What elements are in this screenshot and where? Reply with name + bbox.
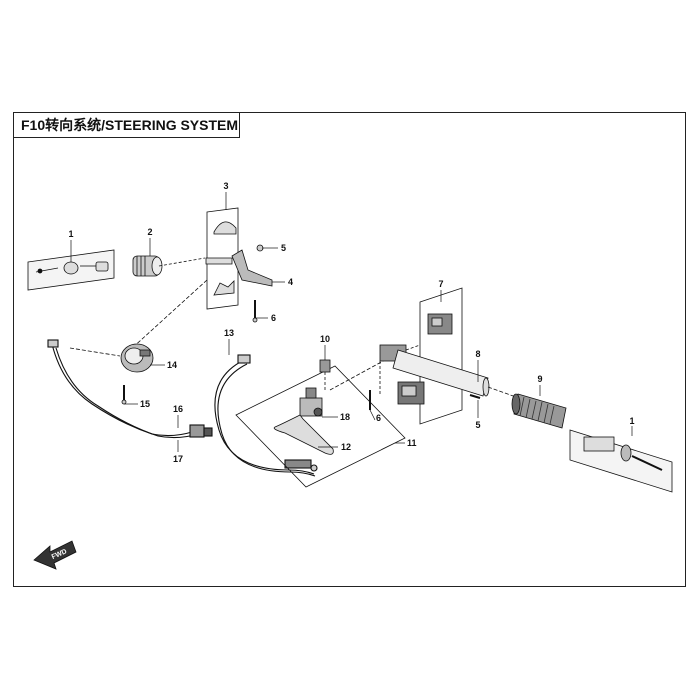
callout-5-upper: 5 xyxy=(281,243,286,253)
callout-18: 18 xyxy=(340,412,350,422)
callout-13: 13 xyxy=(224,328,234,338)
callout-1-left: 1 xyxy=(68,229,73,239)
part-4-throttle-lever xyxy=(205,249,273,287)
part-14-left-switch xyxy=(120,343,154,373)
part-3-throttle-housing xyxy=(206,207,239,310)
callout-14: 14 xyxy=(167,360,177,370)
part-10-cap xyxy=(319,359,331,390)
part-13-cable xyxy=(214,354,318,477)
callout-8: 8 xyxy=(475,349,480,359)
fwd-arrow-icon: FWD xyxy=(33,540,77,570)
callout-1-right: 1 xyxy=(629,416,634,426)
callout-10: 10 xyxy=(320,334,330,344)
part-1-right-grip-end xyxy=(569,429,673,493)
part-9-right-grip xyxy=(511,393,567,429)
callout-5-lower: 5 xyxy=(475,420,480,430)
part-11-lever-assembly xyxy=(235,365,406,488)
callout-11: 11 xyxy=(407,438,417,448)
callout-4: 4 xyxy=(288,277,293,287)
part-6-screw xyxy=(252,300,258,323)
callout-12: 12 xyxy=(341,442,351,452)
callout-15: 15 xyxy=(140,399,150,409)
leader-lines xyxy=(70,192,633,452)
cable-16-17 xyxy=(47,339,213,439)
callout-6-upper: 6 xyxy=(271,313,276,323)
diagram-frame xyxy=(13,112,686,587)
callout-7: 7 xyxy=(438,279,443,289)
callout-16: 16 xyxy=(173,404,183,414)
part-8-handlebar xyxy=(369,349,490,410)
part-2-throttle-sleeve xyxy=(132,255,206,277)
callout-3: 3 xyxy=(223,181,228,191)
callout-6-lower: 6 xyxy=(376,413,381,423)
part-15-screw xyxy=(121,385,127,405)
callout-9: 9 xyxy=(537,374,542,384)
callout-2: 2 xyxy=(147,227,152,237)
part-5-screw-right xyxy=(469,394,481,399)
title-box: F10转向系统/STEERING SYSTEM xyxy=(13,112,240,138)
part-7-right-switch xyxy=(379,287,463,425)
callout-labels: 1 2 3 4 5 6 7 8 9 10 11 12 13 14 15 16 1… xyxy=(68,181,634,464)
diagram-title: F10转向系统/STEERING SYSTEM xyxy=(21,117,239,133)
callout-17: 17 xyxy=(173,454,183,464)
